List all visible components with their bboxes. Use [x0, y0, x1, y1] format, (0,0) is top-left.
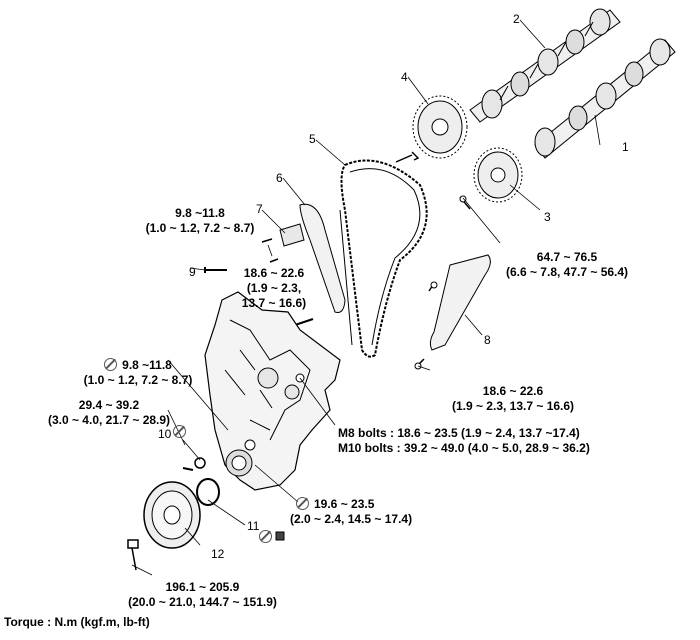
part-number-11-upper: 11: [247, 519, 260, 533]
part-number-7: 7: [256, 202, 263, 216]
torque-lower-cover-bolt: 19.6 ~ 23.5 (2.0 ~ 2.4, 14.5 ~ 17.4): [290, 497, 413, 526]
chain-tensioner: [279, 223, 305, 247]
torque-cam-sprocket-bolt: 64.7 ~ 76.5 (6.6 ~ 7.8, 47.7 ~ 56.4): [505, 250, 629, 279]
part-number-2: 2: [513, 12, 520, 26]
no-reuse-icon: [259, 530, 272, 543]
torque-tensioner-arm-bolt: 18.6 ~ 22.6 (1.9 ~ 2.3, 13.7 ~ 16.6): [241, 266, 307, 310]
timing-chain: [340, 159, 428, 358]
part-number-6: 6: [276, 171, 283, 185]
part-number-5: 5: [309, 132, 316, 146]
timing-chain-cover: [204, 291, 341, 491]
crankshaft-pulley: [143, 481, 201, 549]
torque-cover-bolts-m8-m10: M8 bolts : 18.6 ~ 23.5 (1.9 ~ 2.4, 13.7 …: [338, 426, 590, 455]
cam-sprocket-exhaust: [473, 147, 523, 203]
torque-crank-pulley-bolt: 196.1 ~ 205.9 (20.0 ~ 21.0, 144.7 ~ 151.…: [128, 580, 277, 609]
no-reuse-icon: [173, 425, 186, 438]
part-number-4: 4: [401, 70, 408, 84]
tensioner-arm: [299, 203, 346, 313]
torque-cover-bolt: 29.4 ~ 39.2 (3.0 ~ 4.0, 21.7 ~ 28.9): [47, 398, 171, 427]
no-reuse-icon: [104, 358, 118, 371]
chain-guide: [429, 254, 491, 351]
part-number-12: 12: [211, 547, 225, 561]
torque-chain-guide-bolt: 18.6 ~ 22.6 (1.9 ~ 2.3, 13.7 ~ 16.6): [451, 384, 575, 413]
part-number-9: 9: [189, 265, 196, 279]
part-number-8: 8: [484, 333, 491, 347]
no-reuse-icon: [296, 497, 309, 510]
camshaft-exhaust: [534, 38, 676, 159]
oil-seal: [196, 478, 220, 506]
part-number-10: 10: [158, 427, 172, 441]
part-number-1: 1: [622, 140, 629, 154]
bolt-9: [204, 267, 227, 273]
torque-cover-small-bolt: 9.8 ~11.8 (1.0 ~ 1.2, 7.2 ~ 8.7): [83, 358, 193, 387]
torque-units-footer: Torque : N.m (kgf.m, lb-ft): [4, 615, 150, 629]
part-number-3: 3: [544, 210, 551, 224]
camshaft-intake: [469, 8, 621, 123]
torque-tensioner-bolt: 9.8 ~11.8 (1.0 ~ 1.2, 7.2 ~ 8.7): [145, 206, 255, 235]
cam-sprocket-intake: [412, 95, 468, 159]
